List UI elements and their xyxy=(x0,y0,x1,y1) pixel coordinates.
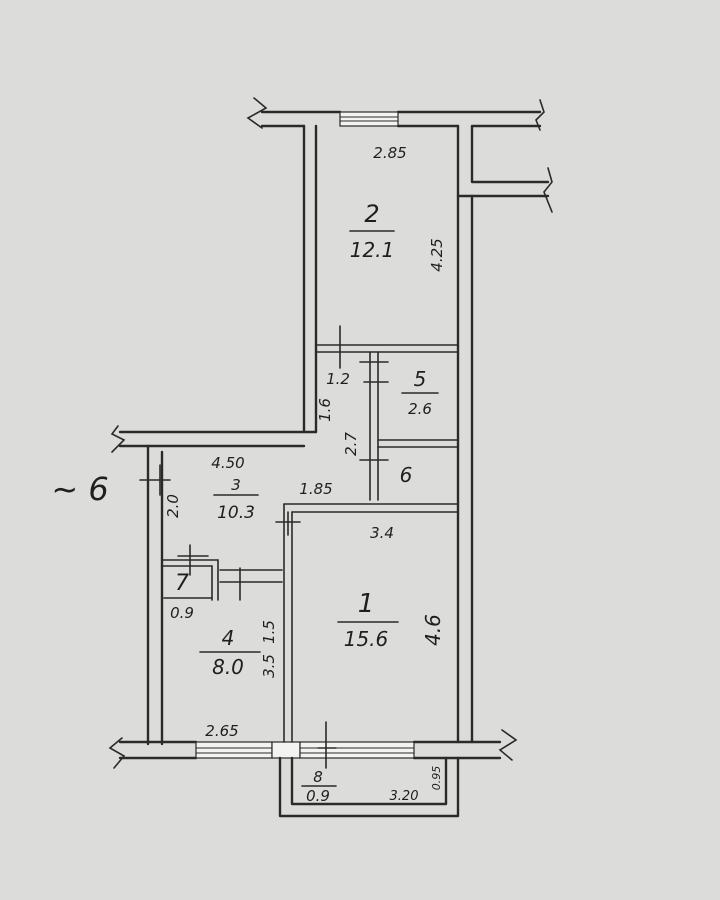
room1-left-partition xyxy=(283,503,293,743)
corridor-width-dim: 4.50 xyxy=(211,454,244,472)
room2-left-wall xyxy=(302,124,318,434)
room8-number: 8 xyxy=(313,768,323,786)
interior-partitions xyxy=(139,325,459,769)
kitchen-width-dim: 2.65 xyxy=(205,722,238,740)
room4-area: 8.0 xyxy=(212,655,244,679)
room2-area: 12.1 xyxy=(350,238,395,262)
right-wall xyxy=(456,124,474,744)
closet7-partition xyxy=(161,559,219,601)
break-mark-bottom-right xyxy=(498,729,518,761)
break-mark-top-left xyxy=(246,97,268,129)
room7-area: 0.9 xyxy=(170,604,194,622)
room5-left-partition xyxy=(369,351,379,501)
room1-area: 15.6 xyxy=(344,627,389,651)
outer-walls xyxy=(108,97,553,769)
top-wall-right xyxy=(396,110,542,128)
room3-number: 3 xyxy=(231,476,241,494)
window-bottom-right xyxy=(299,741,415,759)
top-wall-left xyxy=(260,110,342,128)
room1-top-partition xyxy=(283,503,459,513)
door-marks xyxy=(139,325,389,769)
small-height-dim: 1.6 xyxy=(316,398,334,422)
stair-block xyxy=(456,124,550,198)
small-height2-dim: 2.7 xyxy=(342,432,360,456)
labels: 2 12.1 2.85 4.25 1.2 1.6 2.7 5 2.6 6 4.5… xyxy=(51,144,446,805)
room5-6-partition xyxy=(377,439,459,448)
break-mark-left xyxy=(110,425,126,453)
bottom-wall xyxy=(118,740,502,760)
room5-number: 5 xyxy=(414,367,427,391)
room4-number: 4 xyxy=(222,626,235,650)
room2-length-dim: 4.25 xyxy=(428,238,446,271)
corridor-left-dim: 2.0 xyxy=(164,494,182,518)
room5-area: 2.6 xyxy=(408,400,432,418)
kitchen-side2-dim: 3.5 xyxy=(260,654,278,678)
room7-number: 7 xyxy=(175,571,189,596)
corridor-side-dim: 1.85 xyxy=(299,480,332,498)
break-mark-right xyxy=(543,167,553,213)
balcony-outline xyxy=(278,756,460,818)
balcony-depth-dim: 0.95 xyxy=(430,766,443,791)
break-mark-bottom-left xyxy=(108,737,126,769)
room6-number: 6 xyxy=(400,463,413,487)
room1-number: 1 xyxy=(358,589,375,619)
room1-width-dim: 3.4 xyxy=(370,524,394,542)
window-top xyxy=(339,111,399,127)
small-width-dim: 1.2 xyxy=(326,370,350,388)
room2-number: 2 xyxy=(364,200,379,228)
windows xyxy=(195,111,415,759)
balcony-width-dim: 3.20 xyxy=(390,789,419,804)
annotation-label: ~ 6 xyxy=(51,470,108,508)
lower-left-wall xyxy=(146,444,164,746)
balcony-door xyxy=(271,741,301,759)
room3-area: 10.3 xyxy=(217,503,255,523)
room2-width-dim: 2.85 xyxy=(373,144,406,162)
kitchen-side-dim: 1.5 xyxy=(260,620,278,644)
corridor-top-wall xyxy=(118,430,318,448)
room1-length-dim: 4.6 xyxy=(421,614,445,646)
room8-area: 0.9 xyxy=(306,787,330,805)
window-bottom-left xyxy=(195,741,273,759)
